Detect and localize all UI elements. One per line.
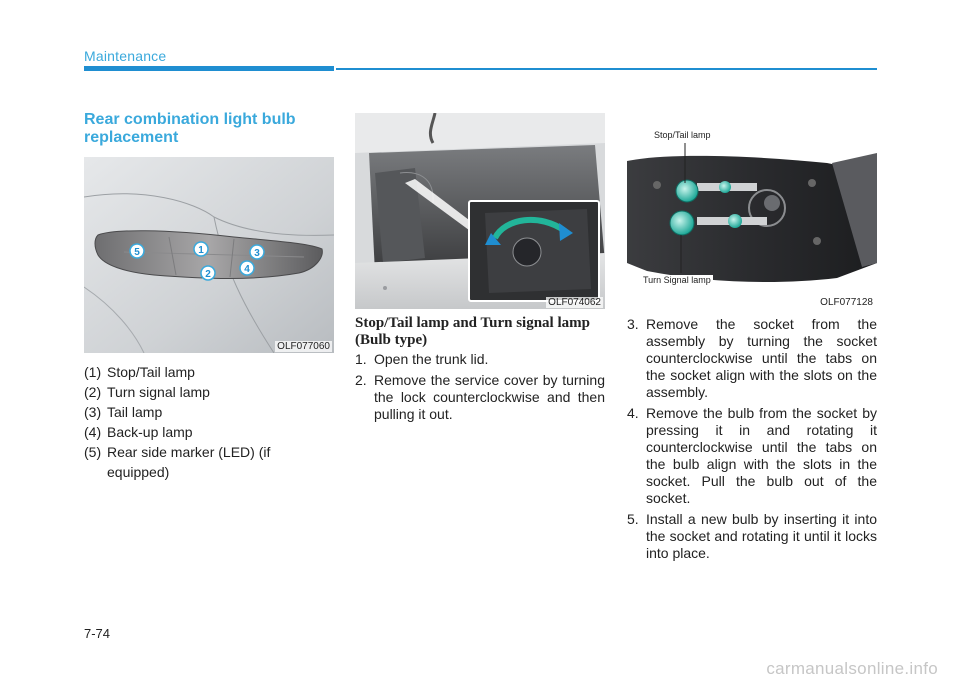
page-number: 7-74 bbox=[84, 626, 111, 641]
list-item: 1.Open the trunk lid. bbox=[355, 351, 489, 367]
header-rule-thin bbox=[336, 68, 877, 70]
callout-stop-tail-lamp: Stop/Tail lamp bbox=[652, 130, 713, 140]
figure-code: OLF074062 bbox=[546, 297, 603, 308]
figure-code: OLF077128 bbox=[818, 297, 875, 308]
list-item: (3)Tail lamp bbox=[84, 404, 163, 420]
callout-3: 3 bbox=[249, 244, 265, 260]
svg-text:3: 3 bbox=[254, 248, 260, 259]
list-item: (4)Back-up lamp bbox=[84, 424, 193, 440]
svg-text:4: 4 bbox=[244, 264, 250, 275]
callout-1: 1 bbox=[193, 241, 209, 257]
callout-4: 4 bbox=[239, 260, 255, 276]
header-rule-thick bbox=[84, 66, 334, 71]
steps-list: 1.Open the trunk lid. 2.Remove the servi… bbox=[355, 351, 605, 427]
list-item: 4.Remove the bulb from the socket by pre… bbox=[627, 405, 877, 506]
callout-5: 5 bbox=[129, 243, 145, 259]
figure-tail-lamp: 5 1 3 2 4 OLF077060 bbox=[84, 157, 334, 353]
list-item: (5)Rear side marker (LED) (if equipped) bbox=[84, 444, 271, 480]
lamp-list: (1)Stop/Tail lamp (2)Turn signal lamp (3… bbox=[84, 362, 334, 482]
figure-lamp-assembly: Stop/Tail lamp Turn Signal lamp OLF07712… bbox=[627, 113, 877, 309]
list-item: 3.Remove the socket from the assembly by… bbox=[627, 316, 877, 400]
list-item: (2)Turn signal lamp bbox=[84, 384, 210, 400]
svg-text:1: 1 bbox=[198, 245, 204, 256]
watermark: carmanualsonline.info bbox=[766, 659, 938, 678]
subsection-title: Stop/Tail lamp and Turn signal lamp (Bul… bbox=[355, 315, 590, 348]
svg-text:2: 2 bbox=[205, 269, 211, 280]
list-item: 5.Install a new bulb by inserting it int… bbox=[627, 511, 877, 561]
list-item: 2.Remove the service cover by turning th… bbox=[355, 372, 605, 422]
section-label: Maintenance bbox=[84, 48, 167, 64]
steps-list: 3.Remove the socket from the assembly by… bbox=[627, 316, 877, 566]
svg-text:5: 5 bbox=[134, 247, 140, 258]
figure-trunk: OLF074062 bbox=[355, 113, 605, 309]
figure-code: OLF077060 bbox=[275, 341, 332, 352]
list-item: (1)Stop/Tail lamp bbox=[84, 364, 195, 380]
callout-2: 2 bbox=[200, 265, 216, 281]
section-title: Rear combination light bulb replacement bbox=[84, 111, 296, 146]
callout-turn-signal-lamp: Turn Signal lamp bbox=[641, 275, 713, 285]
